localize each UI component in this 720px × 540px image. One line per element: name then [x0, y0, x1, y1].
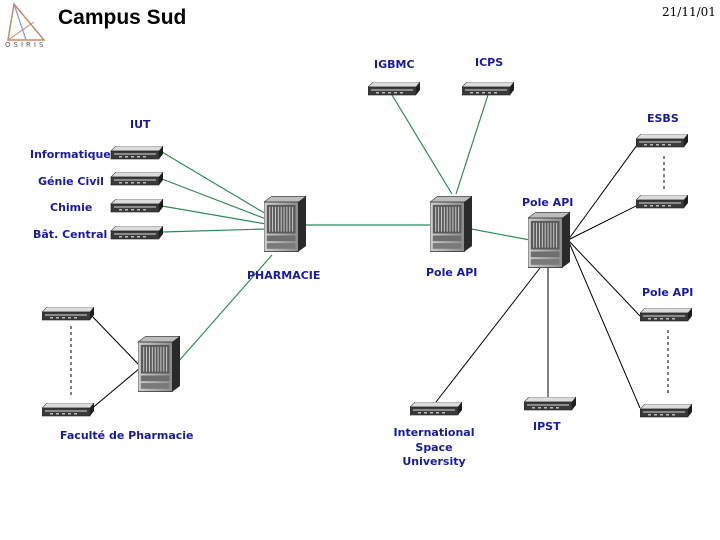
label-iut: IUT: [130, 118, 151, 131]
router-pole-api: [528, 211, 570, 269]
link-router-esbs2: [567, 203, 641, 241]
label-icps: ICPS: [475, 56, 504, 69]
switch-ipst: [524, 397, 576, 411]
switch-faculte-2: [42, 403, 94, 417]
label-informatique: Informatique: [30, 148, 111, 161]
osiris-logo: [4, 2, 50, 54]
page-title: Campus Sud: [58, 6, 187, 29]
switch-informatique: [110, 146, 164, 160]
switch-pole-api-2: [640, 404, 692, 418]
link-router-poleapi1: [567, 239, 641, 317]
link-router-esbs1: [567, 140, 641, 241]
label-igbmc: IGBMC: [374, 58, 415, 71]
switch-esbs-1: [636, 134, 688, 148]
switch-isu: [410, 402, 462, 416]
link-router-poleapi2: [567, 239, 641, 409]
label-bat-central: Bât. Central: [33, 228, 108, 241]
router-faculte-pharmacie: [138, 336, 180, 392]
switch-chimie: [110, 199, 164, 213]
switch-genie-civil: [110, 172, 164, 186]
switch-igbmc: [368, 82, 420, 96]
label-pole-api-right: Pole API: [642, 286, 694, 299]
link-chimie-pharmacie: [161, 205, 267, 225]
switch-icps: [462, 82, 514, 96]
link-faculte-sw1: [89, 313, 141, 367]
link-geniecivil-pharmacie: [161, 178, 267, 220]
label-isu-2: Space: [415, 441, 453, 454]
date-stamp: 21/11/01: [662, 5, 716, 19]
link-igbmc-polecenter: [391, 94, 453, 195]
link-pharmacie-faculte: [177, 254, 273, 363]
label-pharmacie: PHARMACIE: [247, 269, 321, 282]
label-esbs: ESBS: [647, 112, 679, 125]
link-informatique-pharmacie: [161, 151, 267, 215]
label-isu-1: International: [393, 426, 475, 439]
label-pole-api-router: Pole API: [522, 196, 574, 209]
router-pole-api-center: [430, 195, 472, 253]
switch-faculte-1: [42, 307, 94, 321]
green-links: [161, 94, 531, 363]
router-pharmacie: [264, 195, 306, 253]
label-chimie: Chimie: [50, 201, 93, 214]
link-batcentral-pharmacie: [161, 228, 267, 233]
dashed-lines: [70, 156, 669, 398]
link-faculte-sw2: [89, 367, 141, 411]
logo-text: OSIRIS: [5, 41, 47, 49]
black-links: [89, 140, 641, 411]
switch-esbs-2: [636, 195, 688, 209]
label-isu-3: University: [402, 455, 466, 468]
label-pole-api-center: Pole API: [426, 266, 478, 279]
link-router-isu: [435, 267, 541, 403]
label-ipst: IPST: [533, 420, 561, 433]
label-faculte-pharmacie: Faculté de Pharmacie: [60, 429, 194, 442]
link-polecenter-router: [465, 227, 531, 241]
link-icps-polecenter: [455, 94, 489, 195]
switch-bat-central: [110, 226, 164, 240]
switch-pole-api-1: [640, 308, 692, 322]
label-genie-civil: Génie Civil: [38, 175, 104, 188]
